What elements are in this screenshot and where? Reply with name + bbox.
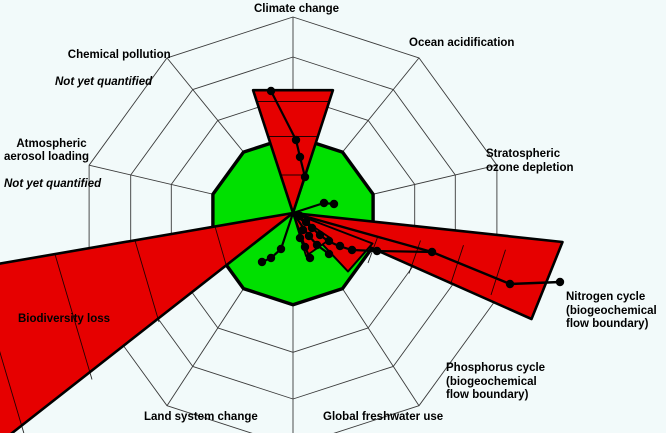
axis-label-climate-change: Climate change <box>254 3 339 15</box>
exceedance-wedges <box>0 88 564 433</box>
wedge-climate-change <box>251 88 335 215</box>
radar-grid-overlay <box>0 101 506 433</box>
axis-label-phosphorus-cycle: Phosphorus cycle (biogeochemical flow bo… <box>446 362 546 402</box>
axis-label-chemical-pollution: Chemical pollution Not yet quantified <box>55 35 171 116</box>
atmospheric-aerosol-loading-title: Atmospheric aerosol loading <box>4 137 89 164</box>
axis-label-land-system-change: Land system change <box>144 411 258 423</box>
axis-label-nitrogen-cycle: Nitrogen cycle (biogeochemical flow boun… <box>566 291 657 331</box>
chemical-pollution-note: Not yet quantified <box>55 75 153 88</box>
axis-label-ocean-acidification: Ocean acidification <box>409 37 515 49</box>
axis-label-atmospheric-aerosol-loading: Atmospheric aerosol loading Not yet quan… <box>4 124 101 219</box>
axis-label-stratospheric-ozone-depletion: Stratospheric ozone depletion <box>486 148 574 174</box>
chemical-pollution-title: Chemical pollution <box>67 48 171 61</box>
wedge-biodiversity-loss <box>0 211 295 433</box>
safe-operating-space-polygon <box>211 134 375 307</box>
atmospheric-aerosol-loading-note: Not yet quantified <box>4 178 102 191</box>
data-markers <box>257 86 565 289</box>
data-trace <box>257 86 565 289</box>
axis-label-biodiversity-loss: Biodiversity loss <box>18 313 111 325</box>
axis-label-global-freshwater-use: Global freshwater use <box>323 411 444 423</box>
